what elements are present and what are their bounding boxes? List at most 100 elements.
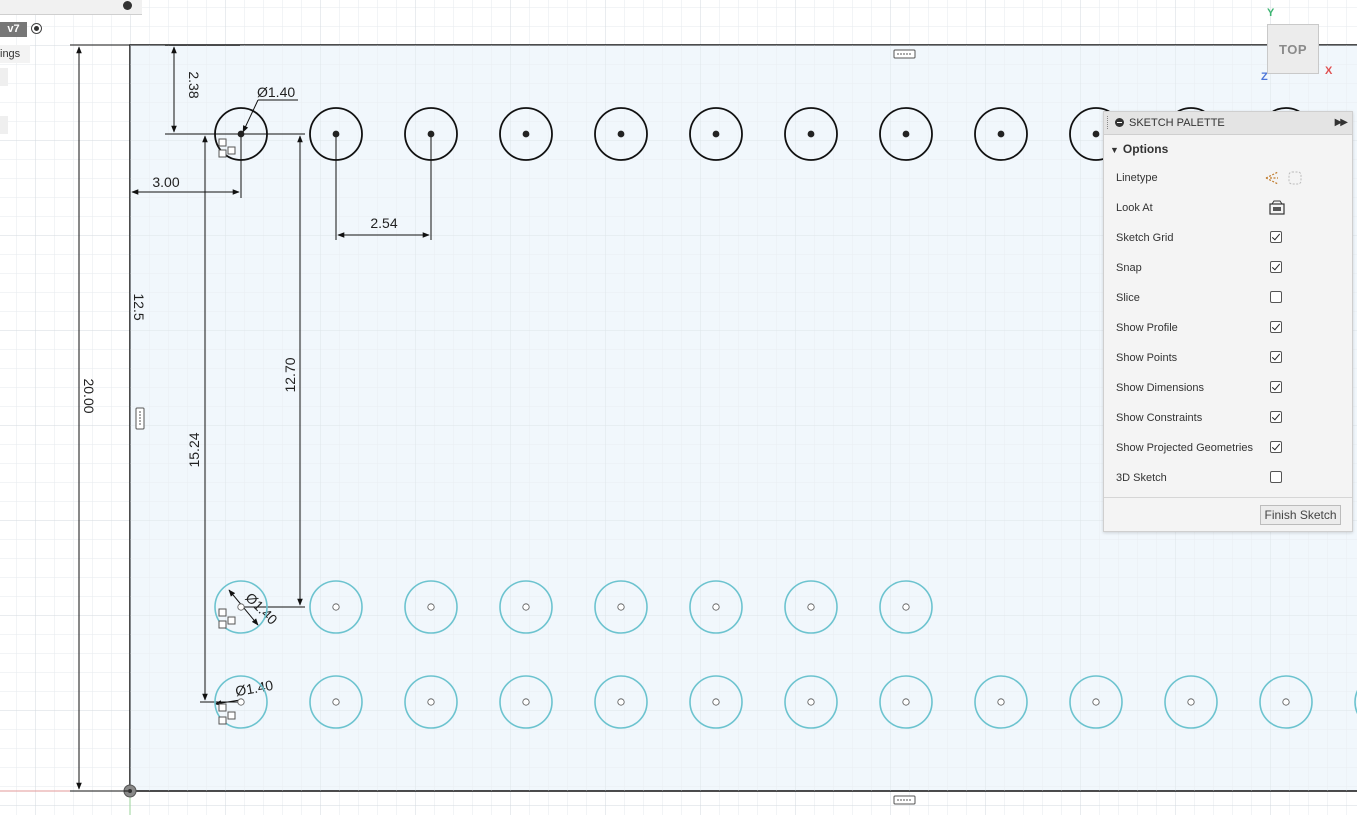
palette-header[interactable]: SKETCH PALETTE ▶▶ [1104,112,1352,135]
dim-3-00[interactable]: 3.00 [152,174,179,190]
bottom-row-center-point[interactable] [902,698,910,706]
top-row-center-point[interactable] [427,130,435,138]
middle-row-center-point[interactable] [427,603,435,611]
bottom-row-hole-circle[interactable] [214,675,268,729]
bottom-row-center-point[interactable] [332,698,340,706]
bottom-row-hole-circle[interactable] [974,675,1028,729]
option-label: Show Projected Geometries [1116,442,1253,454]
top-row-hole-circle[interactable] [214,107,268,161]
show-constraints-checkbox[interactable] [1270,411,1282,423]
bottom-row-center-point[interactable] [807,698,815,706]
options-section-header[interactable]: ▼Options [1104,135,1352,163]
option-linetype: Linetype [1104,163,1352,193]
show-profile-checkbox[interactable] [1270,321,1282,333]
middle-row-hole-circle[interactable] [309,580,363,634]
top-row-center-point[interactable] [712,130,720,138]
top-row-center-point[interactable] [997,130,1005,138]
middle-row-hole-circle[interactable] [879,580,933,634]
middle-row-hole-circle[interactable] [689,580,743,634]
dim-2-54[interactable]: 2.54 [370,215,397,231]
top-row-center-point[interactable] [237,130,245,138]
bottom-row-hole-circle[interactable] [594,675,648,729]
middle-row-hole-circle[interactable] [404,580,458,634]
visibility-radio-icon[interactable] [31,23,42,34]
bottom-row-hole-circle[interactable] [689,675,743,729]
middle-row-hole-circle[interactable] [214,580,268,634]
bottom-row-center-point[interactable] [237,698,245,706]
dim-2-38[interactable]: 2.38 [186,71,202,98]
bottom-row-center-point[interactable] [1187,698,1195,706]
show-points-checkbox[interactable] [1270,351,1282,363]
dim-diameter-top[interactable]: Ø1.40 [257,84,295,100]
top-row-center-point[interactable] [522,130,530,138]
browser-settings-item[interactable]: ings [0,45,30,63]
snap-checkbox[interactable] [1270,261,1282,273]
option-show-dimensions: Show Dimensions [1104,373,1352,403]
dim-20-00[interactable]: 20.00 [81,378,97,413]
top-row-hole-circle[interactable] [594,107,648,161]
show-dimensions-checkbox[interactable] [1270,381,1282,393]
middle-row-center-point[interactable] [617,603,625,611]
bottom-row-hole-circle[interactable] [499,675,553,729]
midpoint-icon-bottom [893,795,916,805]
collapse-icon[interactable] [1115,118,1124,127]
top-row-center-point[interactable] [807,130,815,138]
bottom-row-hole-circle[interactable] [1354,676,1357,728]
dim-12-5[interactable]: 12.5 [131,293,147,320]
top-row-hole-circle[interactable] [974,107,1028,161]
linetype-icon[interactable] [1264,170,1304,186]
bottom-row-center-point[interactable] [1092,698,1100,706]
drag-grip-icon[interactable] [1107,116,1110,129]
middle-row-center-point[interactable] [237,603,245,611]
bottom-row-hole-circle[interactable] [1259,675,1313,729]
top-row-hole-circle[interactable] [879,107,933,161]
bottom-row-hole-circle[interactable] [309,675,363,729]
top-row-center-point[interactable] [332,130,340,138]
bottom-row-center-point[interactable] [712,698,720,706]
middle-row-hole-circle[interactable] [594,580,648,634]
middle-row-center-point[interactable] [332,603,340,611]
bottom-row-center-point[interactable] [1282,698,1290,706]
hole-circles[interactable] [214,107,1357,729]
dim-15-24[interactable]: 15.24 [186,432,202,467]
dim-diameter-bottom[interactable]: Ø1.40 [234,677,275,699]
origin-center [128,789,132,793]
top-row-hole-circle[interactable] [784,107,838,161]
slice-checkbox[interactable] [1270,291,1282,303]
bottom-row-center-point[interactable] [617,698,625,706]
finish-sketch-button[interactable]: Finish Sketch [1260,505,1341,525]
middle-row-hole-circle[interactable] [784,580,838,634]
pin-icon[interactable] [123,1,132,10]
bottom-row-hole-circle[interactable] [784,675,838,729]
option-label: Show Dimensions [1116,382,1205,394]
top-row-hole-circle[interactable] [499,107,553,161]
middle-row-center-point[interactable] [902,603,910,611]
middle-row-center-point[interactable] [712,603,720,611]
dim-12-70[interactable]: 12.70 [282,357,298,392]
top-row-hole-circle[interactable] [689,107,743,161]
constraint-icon-bottom [218,703,236,725]
3d-sketch-checkbox[interactable] [1270,471,1282,483]
show-projected-geometries-checkbox[interactable] [1270,441,1282,453]
bottom-row-center-point[interactable] [427,698,435,706]
look-at-icon[interactable] [1268,200,1286,216]
bottom-row-hole-circle[interactable] [879,675,933,729]
option-show-profile: Show Profile [1104,313,1352,343]
top-row-hole-circle[interactable] [404,107,458,161]
bottom-row-center-point[interactable] [997,698,1005,706]
middle-row-center-point[interactable] [522,603,530,611]
bottom-row-center-point[interactable] [522,698,530,706]
option-show-constraints: Show Constraints [1104,403,1352,433]
top-row-center-point[interactable] [617,130,625,138]
top-row-hole-circle[interactable] [309,107,363,161]
view-cube[interactable]: TOP [1267,24,1319,74]
bottom-row-hole-circle[interactable] [1164,675,1218,729]
top-row-center-point[interactable] [902,130,910,138]
bottom-row-hole-circle[interactable] [1069,675,1123,729]
bottom-row-hole-circle[interactable] [404,675,458,729]
middle-row-center-point[interactable] [807,603,815,611]
middle-row-hole-circle[interactable] [499,580,553,634]
top-row-center-point[interactable] [1092,130,1100,138]
expand-arrows-icon[interactable]: ▶▶ [1334,117,1348,128]
sketch-grid-checkbox[interactable] [1270,231,1282,243]
